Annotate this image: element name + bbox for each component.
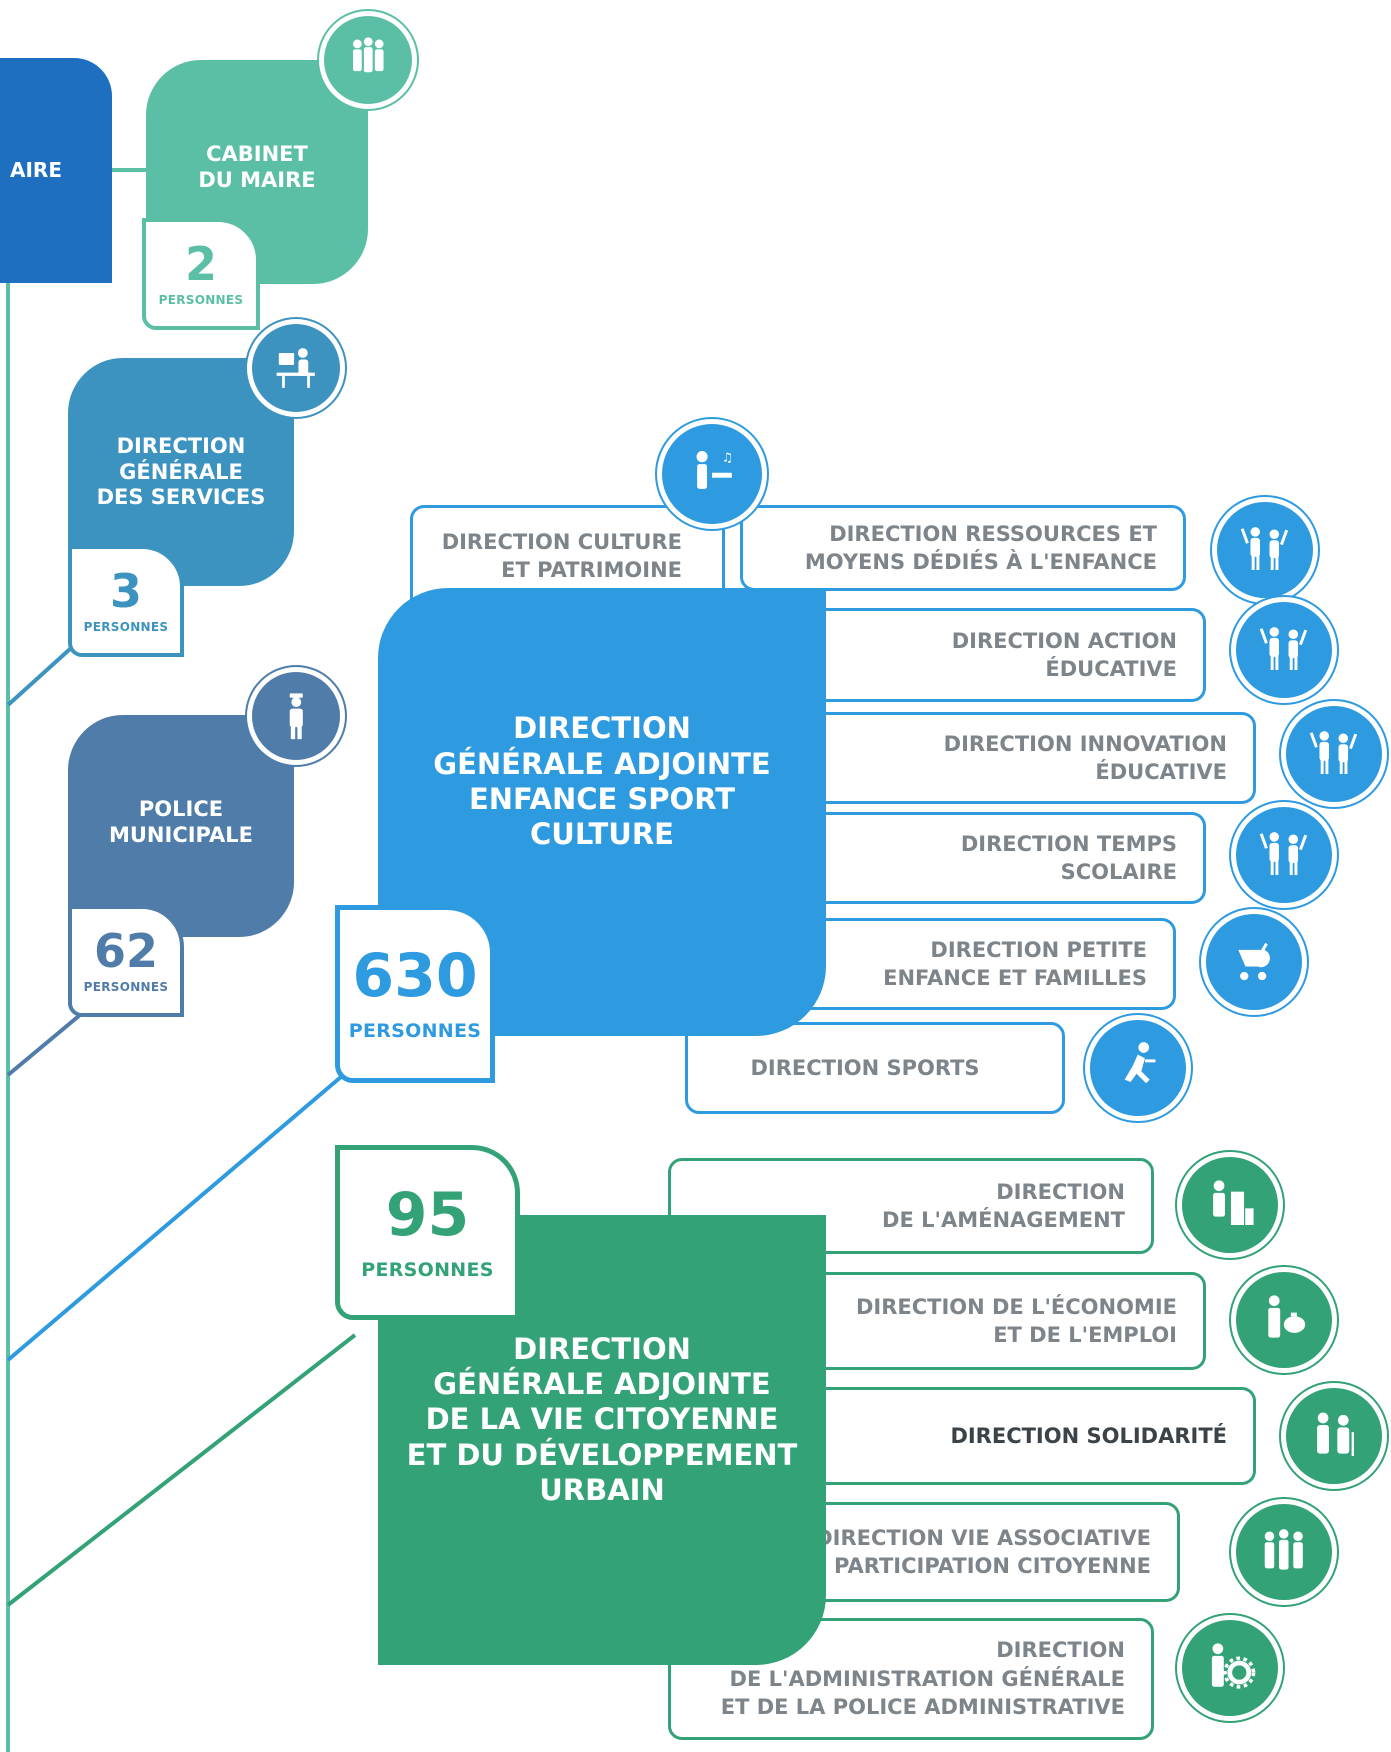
dga-enfance-count: 630 (352, 941, 478, 1011)
direction-box-citoyenne-1: DIRECTION DE L'ÉCONOMIE ET DE L'EMPLOI (760, 1272, 1206, 1370)
direction-label: DIRECTION ACTION ÉDUCATIVE (951, 628, 1177, 681)
police-label: POLICE MUNICIPALE (108, 797, 253, 847)
dgs-label: DIRECTION GÉNÉRALE DES SERVICES (96, 434, 266, 510)
businessman-savings-icon (1236, 1272, 1332, 1368)
direction-culture-label: DIRECTION CULTURE ET PATRIMOINE (441, 530, 682, 583)
dga-citoyenne-unit: PERSONNES (361, 1258, 494, 1281)
cabinet-count: 2 (184, 237, 217, 291)
cabinet-unit: PERSONNES (158, 293, 244, 307)
direction-label: DIRECTION SOLIDARITÉ (950, 1423, 1227, 1448)
dga-citoyenne-block: DIRECTION GÉNÉRALE ADJOINTE DE LA VIE CI… (378, 1215, 826, 1665)
direction-label: DIRECTION TEMPS SCOLAIRE (960, 831, 1177, 884)
dga-citoyenne-count: 95 (385, 1179, 470, 1250)
dga-citoyenne-count-box: 95 PERSONNES (335, 1145, 520, 1320)
police-officer-icon (252, 672, 340, 760)
police-block: POLICE MUNICIPALE (68, 715, 294, 937)
direction-box-enfance-4: DIRECTION PETITE ENFANCE ET FAMILLES (760, 918, 1176, 1010)
direction-label: DIRECTION INNOVATION ÉDUCATIVE (943, 731, 1227, 784)
maire-block: AIRE (0, 58, 112, 283)
children-icon (1236, 807, 1332, 903)
children-icon (1236, 602, 1332, 698)
children-icon (1217, 502, 1313, 598)
office-worker-icon (252, 324, 340, 412)
dga-citoyenne-label: DIRECTION GÉNÉRALE ADJOINTE DE LA VIE CI… (406, 1331, 798, 1508)
direction-label: DIRECTION RESSOURCES ET MOYENS DÉDIÉS À … (804, 521, 1157, 574)
stroller-icon (1206, 914, 1302, 1010)
direction-box-enfance-1: DIRECTION ACTION ÉDUCATIVE (760, 608, 1206, 702)
runner-icon (1090, 1020, 1186, 1116)
maire-label: AIRE (10, 158, 62, 183)
direction-box-citoyenne-3: DIRECTION VIE ASSOCIATIVE PARTICIPATION … (760, 1502, 1180, 1602)
cabinet-count-box: 2 PERSONNES (142, 218, 260, 330)
police-count-box: 62 PERSONNES (68, 905, 184, 1017)
musician-icon: ♫ (662, 424, 762, 524)
direction-label: DIRECTION SPORTS (750, 1055, 980, 1080)
dga-enfance-unit: PERSONNES (348, 1020, 482, 1042)
dgs-count-box: 3 PERSONNES (68, 545, 184, 657)
direction-label: DIRECTION VIE ASSOCIATIVE PARTICIPATION … (815, 1525, 1151, 1578)
direction-box-enfance-5: DIRECTION SPORTS (685, 1022, 1065, 1114)
direction-box-enfance-0: DIRECTION RESSOURCES ET MOYENS DÉDIÉS À … (740, 505, 1186, 591)
svg-text:♫: ♫ (722, 450, 733, 465)
community-icon (1236, 1504, 1332, 1600)
direction-box-enfance-3: DIRECTION TEMPS SCOLAIRE (760, 812, 1206, 904)
direction-box-citoyenne-4: DIRECTION DE L'ADMINISTRATION GÉNÉRALE E… (668, 1618, 1154, 1740)
direction-box-citoyenne-2: DIRECTION SOLIDARITÉ (760, 1387, 1256, 1485)
dga-enfance-label: DIRECTION GÉNÉRALE ADJOINTE ENFANCE SPOR… (433, 711, 771, 852)
children-icon (1286, 706, 1382, 802)
dgs-count: 3 (109, 564, 142, 618)
police-unit: PERSONNES (83, 980, 169, 994)
team-icon (324, 16, 412, 104)
direction-label: DIRECTION DE L'ÉCONOMIE ET DE L'EMPLOI (855, 1294, 1177, 1347)
helping-elderly-icon (1286, 1388, 1382, 1484)
direction-box-enfance-2: DIRECTION INNOVATION ÉDUCATIVE (760, 712, 1256, 804)
direction-label: DIRECTION DE L'AMÉNAGEMENT (882, 1179, 1125, 1232)
urban-planner-icon (1182, 1157, 1278, 1253)
direction-label: DIRECTION DE L'ADMINISTRATION GÉNÉRALE E… (720, 1638, 1125, 1720)
direction-label: DIRECTION PETITE ENFANCE ET FAMILLES (883, 937, 1147, 990)
police-count: 62 (93, 924, 158, 978)
dga-enfance-count-box: 630 PERSONNES (335, 905, 495, 1083)
cabinet-label: CABINET DU MAIRE (198, 142, 316, 192)
admin-gear-icon (1182, 1620, 1278, 1716)
dgs-unit: PERSONNES (83, 620, 169, 634)
